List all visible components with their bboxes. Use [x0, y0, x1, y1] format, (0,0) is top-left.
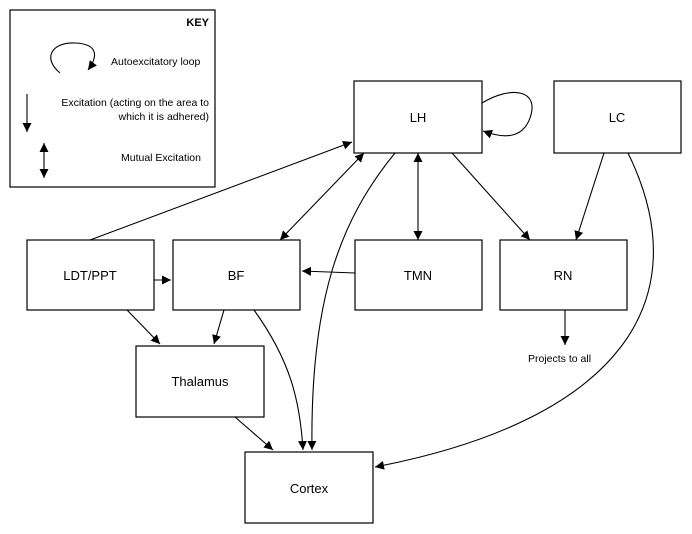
node-bf-label: BF [228, 268, 245, 283]
key-panel: KEY Autoexcitatory loop Excitation (acti… [9, 9, 216, 188]
node-tmn: TMN [354, 239, 483, 311]
edge-ldtppt-to-thalamus [126, 309, 161, 345]
node-cortex-label: Cortex [290, 481, 329, 496]
autoexcitatory-loop-icon [50, 42, 97, 74]
edge-lh-to-rn [451, 152, 531, 241]
node-lc-label: LC [609, 110, 626, 125]
key-mutual-label: Mutual Excitation [121, 152, 201, 164]
key-autoexcitatory-label: Autoexcitatory loop [111, 56, 200, 68]
node-bf: BF [172, 239, 301, 311]
edge-lc-to-rn [574, 152, 605, 241]
node-lh: LH [353, 80, 483, 154]
edge-lh-self-loop [481, 91, 533, 139]
key-title: KEY [186, 17, 209, 29]
node-thalamus-label: Thalamus [171, 374, 229, 389]
node-rn-label: RN [554, 268, 573, 283]
edge-thalamus-to-cortex [234, 416, 274, 451]
node-thalamus: Thalamus [135, 345, 265, 418]
edge-lc-to-cortex [374, 152, 654, 470]
edge-lh-to-cortex [307, 152, 396, 451]
edge-bf-to-thalamus [212, 309, 225, 345]
node-lc: LC [553, 80, 682, 154]
node-tmn-label: TMN [404, 268, 432, 283]
node-ldt-ppt: LDT/PPT [26, 239, 155, 311]
node-cortex: Cortex [244, 451, 374, 524]
node-lh-label: LH [410, 110, 427, 125]
projects-to-all-label: Projects to all [528, 353, 591, 365]
key-excitation-line2: which it is adhered) [118, 111, 209, 123]
edge-bf-to-cortex [253, 309, 307, 451]
key-excitation-line1: Excitation (acting on the area to [61, 97, 209, 109]
node-rn: RN [499, 239, 628, 311]
edge-tmn-to-bf [301, 266, 356, 276]
edge-lh-bf-mutual [279, 152, 365, 241]
node-ldt-ppt-label: LDT/PPT [63, 268, 117, 283]
